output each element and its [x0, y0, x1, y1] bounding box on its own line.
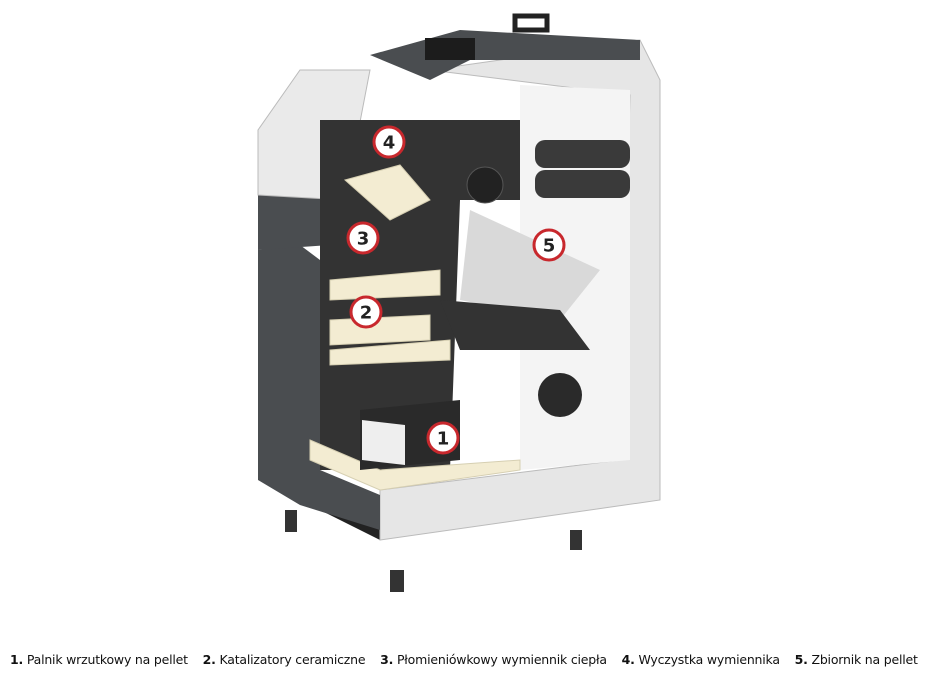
marker-2-ceramic-catalysts: 2: [349, 295, 383, 329]
ceramic-catalysts: [309, 164, 521, 491]
legend-number: 4.: [621, 652, 635, 667]
marker-5-pellet-tank: 5: [532, 228, 566, 262]
legend-item-4: 4. Wyczystka wymiennika: [622, 652, 780, 667]
legend-number: 2.: [202, 652, 216, 667]
svg-text:5: 5: [543, 236, 556, 257]
legend-label: Katalizatory ceramiczne: [219, 652, 366, 667]
legend-caption: 1. Palnik wrzutkowy na pellet 2. Kataliz…: [10, 652, 927, 667]
control-panel: [425, 38, 475, 60]
handle: [512, 13, 550, 33]
left-casing: [258, 245, 380, 530]
legend-item-3: 3. Płomieniówkowy wymiennik ciepła: [380, 652, 607, 667]
legend-item-1: 1. Palnik wrzutkowy na pellet: [10, 652, 188, 667]
legend-label: Płomieniówkowy wymiennik ciepła: [396, 652, 607, 667]
legend-item-5: 5. Zbiornik na pellet: [795, 652, 918, 667]
legend-item-2: 2. Katalizatory ceramiczne: [203, 652, 366, 667]
legend-number: 3.: [380, 652, 394, 667]
legend-number: 5.: [794, 652, 808, 667]
marker-1-burner: 1: [426, 421, 460, 455]
svg-text:4: 4: [383, 133, 396, 154]
legend-label: Wyczystka wymiennika: [638, 652, 780, 667]
legend-label: Zbiornik na pellet: [811, 652, 918, 667]
svg-text:2: 2: [360, 303, 373, 324]
marker-4-exchanger-cleaning: 4: [372, 125, 406, 159]
pellet-boiler-cutaway-illustration: 1 2 3 4 5: [257, 13, 661, 592]
legend-number: 1.: [10, 652, 24, 667]
svg-text:3: 3: [357, 229, 370, 250]
svg-text:1: 1: [437, 429, 450, 450]
marker-3-heat-exchanger: 3: [346, 221, 380, 255]
legend-label: Palnik wrzutkowy na pellet: [26, 652, 188, 667]
